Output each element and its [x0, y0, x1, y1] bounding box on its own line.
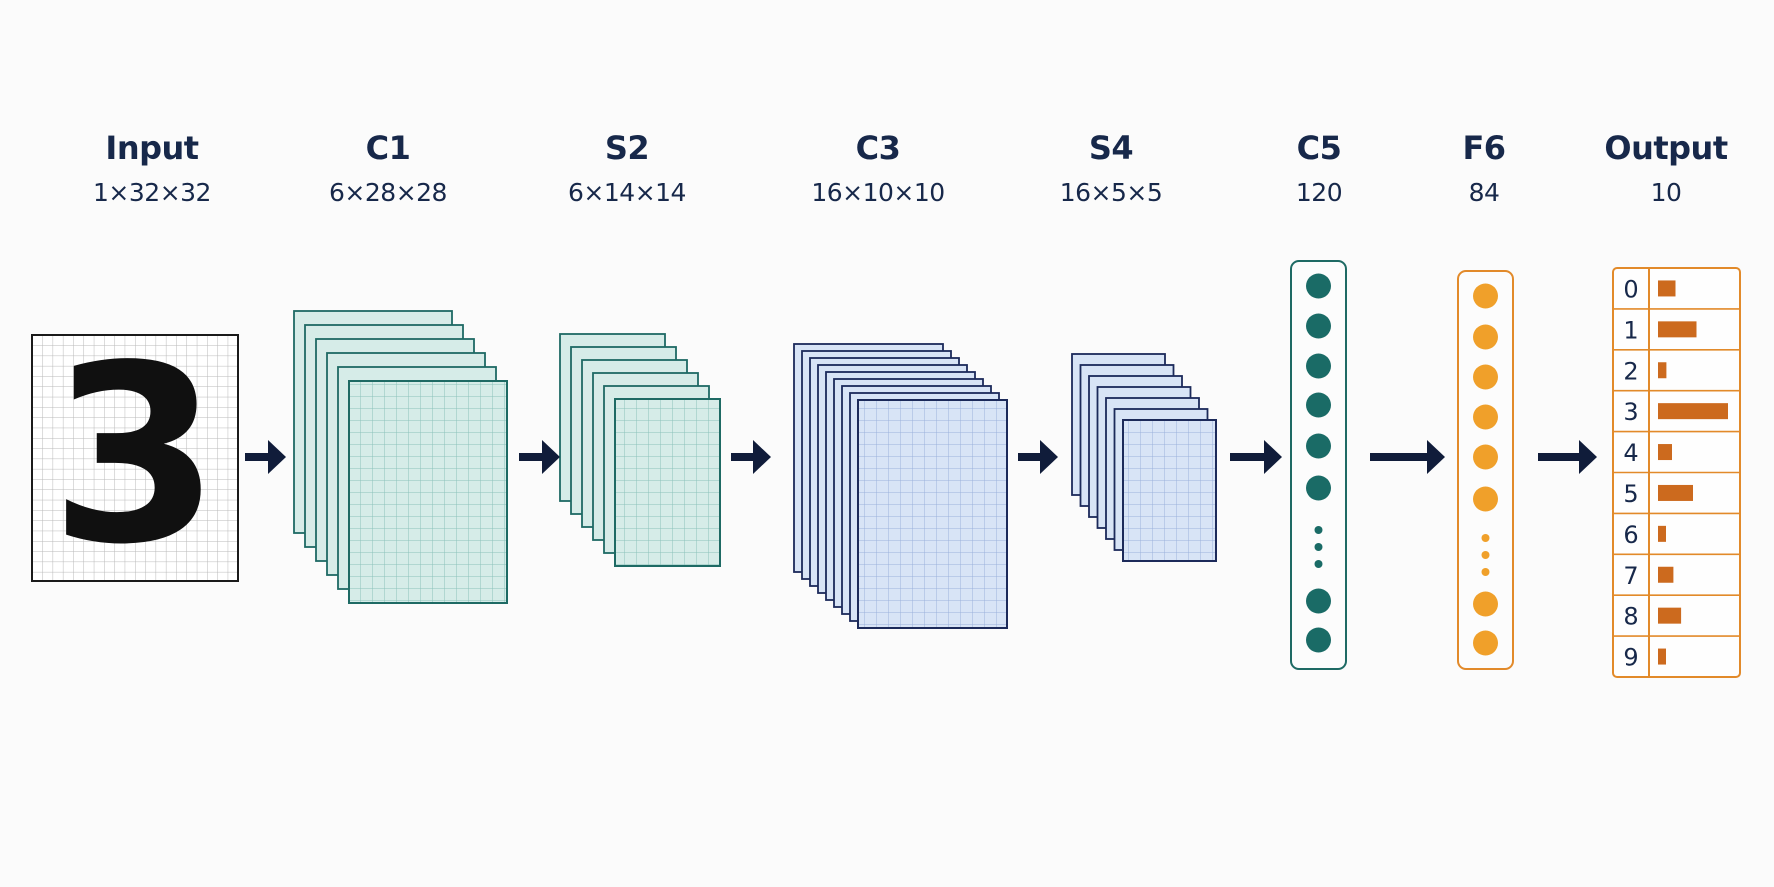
layer-head-c1: C1 6×28×28 [268, 128, 508, 210]
input-frame [31, 334, 239, 582]
layer-head-s4: S4 16×5×5 [991, 128, 1231, 210]
arrow-head [1579, 440, 1597, 474]
c5-node [1306, 353, 1331, 379]
layer-name: Output [1604, 129, 1728, 167]
arrow-head [1427, 440, 1445, 474]
layer-shape: 16×10×10 [811, 178, 945, 207]
output-score-bar [1658, 444, 1672, 461]
layer-head-output: Output 10 [1546, 128, 1774, 210]
f6-ellipsis-dot [1481, 534, 1490, 542]
f6-node [1473, 364, 1498, 390]
c5-node [1306, 273, 1331, 299]
c5-ellipsis-dot [1314, 543, 1323, 551]
f6-node [1473, 630, 1498, 656]
arrow-head [753, 440, 771, 474]
arrow-head [542, 440, 560, 474]
s4-feature-maps [1071, 353, 1217, 562]
s2-map-front-border [614, 398, 721, 567]
layer-name: C3 [855, 129, 901, 167]
output-score-bar [1658, 280, 1676, 297]
c1-map-front-grid [349, 381, 507, 603]
output-class-label: 7 [1623, 562, 1638, 590]
c3-map-front-border [857, 399, 1008, 629]
f6-node [1473, 591, 1498, 617]
layer-head-c3: C3 16×10×10 [758, 128, 998, 210]
layer-head-f6: F6 84 [1364, 128, 1604, 210]
f6-node [1473, 324, 1498, 350]
c3-map-front-grid [858, 400, 1007, 628]
layer-shape: 10 [1650, 178, 1682, 207]
layer-name: Input [105, 129, 199, 167]
layer-shape: 84 [1468, 178, 1500, 207]
output-score-bar [1658, 321, 1697, 338]
f6-vector [1457, 270, 1514, 670]
c5-node [1306, 475, 1331, 501]
layer-shape: 120 [1295, 178, 1343, 207]
c5-node [1306, 392, 1331, 418]
layer-head-input: Input 1×32×32 [32, 128, 272, 210]
c5-node [1306, 313, 1331, 339]
f6-box [1457, 270, 1514, 670]
c5-node [1306, 588, 1331, 614]
arrow-head [1264, 440, 1282, 474]
c5-ellipsis-dot [1314, 560, 1323, 568]
c5-box [1290, 260, 1347, 670]
output-score-bar [1658, 648, 1666, 665]
output-class-label: 3 [1623, 398, 1638, 426]
output-score-bar [1658, 566, 1674, 583]
output-score-bar [1658, 362, 1667, 379]
output-class-label: 4 [1623, 439, 1638, 467]
layer-head-s2: S2 6×14×14 [507, 128, 747, 210]
s4-map-front-grid [1123, 420, 1216, 561]
s4-map-front-border [1122, 419, 1217, 562]
c1-feature-maps [293, 310, 508, 604]
output-score-bar [1658, 403, 1728, 420]
output-class-label: 6 [1623, 521, 1638, 549]
f6-node [1473, 444, 1498, 470]
f6-node [1473, 486, 1498, 512]
f6-node [1473, 283, 1498, 309]
output-score-bar [1658, 607, 1682, 624]
layer-shape: 6×28×28 [329, 178, 447, 207]
s2-map-front-grid [615, 399, 720, 566]
output-table: 0 1 2 3 4 5 6 7 8 9 [1612, 267, 1741, 678]
c5-node [1306, 433, 1331, 459]
arrow-head [1040, 440, 1058, 474]
layer-name: C5 [1296, 129, 1342, 167]
c5-ellipsis-dot [1314, 526, 1323, 534]
output-class-label: 8 [1623, 603, 1638, 631]
layer-name: F6 [1462, 129, 1506, 167]
arrows [245, 440, 1597, 474]
output-class-label: 2 [1623, 357, 1638, 385]
output-class-label: 5 [1623, 480, 1638, 508]
c1-map-front-border [348, 380, 508, 604]
output-score-bar [1658, 525, 1666, 542]
arrow-head [268, 440, 286, 474]
input-image: 3 [31, 313, 239, 598]
output-class-label: 0 [1623, 275, 1638, 303]
c3-feature-maps [793, 343, 1008, 629]
output-class-label: 1 [1623, 316, 1638, 344]
output-class-label: 9 [1623, 644, 1638, 672]
input-grid [32, 335, 238, 581]
layer-name: S4 [1088, 129, 1134, 167]
layer-name: C1 [365, 129, 411, 167]
f6-ellipsis-dot [1481, 568, 1490, 576]
layer-head-c5: C5 120 [1199, 128, 1439, 210]
layer-shape: 16×5×5 [1059, 178, 1163, 207]
s2-feature-maps [559, 333, 721, 567]
f6-ellipsis-dot [1481, 551, 1490, 559]
layer-shape: 6×14×14 [568, 178, 686, 207]
layer-shape: 1×32×32 [93, 178, 211, 207]
layer-name: S2 [604, 129, 650, 167]
input-digit: 3 [50, 313, 220, 598]
c5-node [1306, 627, 1331, 653]
c5-vector [1290, 260, 1347, 670]
f6-node [1473, 404, 1498, 430]
output-score-bar [1658, 484, 1693, 501]
